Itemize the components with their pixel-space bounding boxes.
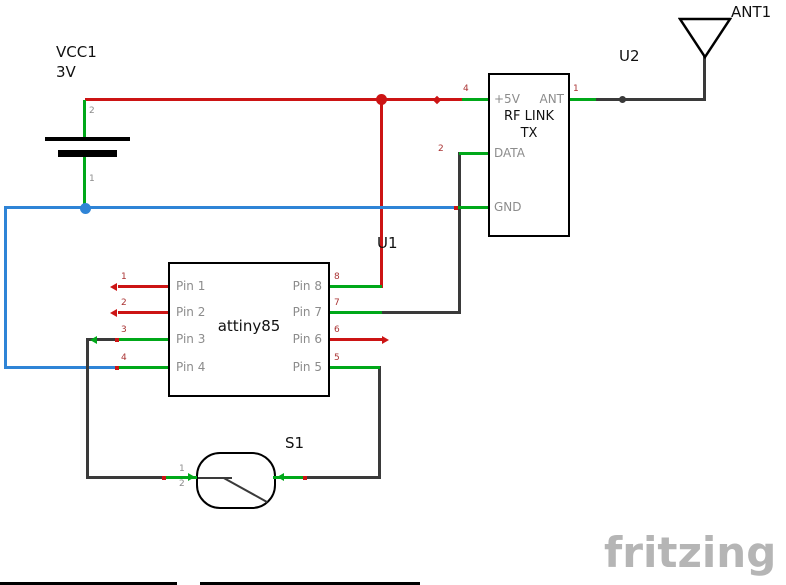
wire-gnd-left-vertical[interactable]: [4, 206, 7, 369]
mcu-pin1-label: Pin 1: [176, 279, 206, 293]
wire-vcc-horizontal[interactable]: [85, 98, 464, 101]
pin3-leg-tick: [115, 338, 119, 342]
rf-5v-label: +5V: [494, 92, 520, 106]
wire-from-switch-right[interactable]: [303, 476, 381, 479]
antenna-symbol[interactable]: [678, 17, 732, 59]
mcu-pin8-number: 8: [334, 272, 340, 282]
wire-data-vertical[interactable]: [458, 152, 461, 314]
battery-pin1-number: 1: [89, 174, 95, 184]
battery-top-lead[interactable]: [83, 100, 86, 138]
mcu-pin7-label: Pin 7: [292, 305, 322, 319]
mcu-pin4-label: Pin 4: [176, 360, 206, 374]
switch-right-leg-tick: [303, 476, 307, 480]
rf-ant-leg[interactable]: [570, 98, 596, 101]
rf-ref-label: U2: [619, 47, 640, 65]
mcu-body[interactable]: [168, 262, 330, 397]
pin6-arrow-icon: [382, 336, 389, 344]
mcu-ref-label: U1: [377, 234, 398, 252]
bottom-edge-segment-right: [200, 582, 420, 585]
mcu-pin8-leg[interactable]: [330, 285, 382, 288]
mcu-pin5-label: Pin 5: [292, 360, 322, 374]
gnd-junction-dot: [80, 203, 91, 214]
battery-bottom-lead[interactable]: [83, 157, 86, 208]
mcu-pin8-label: Pin 8: [292, 279, 322, 293]
wire-pin7-horizontal[interactable]: [381, 311, 460, 314]
mcu-pin3-label: Pin 3: [176, 332, 206, 346]
mcu-pin5-number: 5: [334, 353, 340, 363]
wire-to-switch-left[interactable]: [86, 476, 165, 479]
wire-pin3-vertical[interactable]: [86, 338, 89, 479]
rf-title-line2: TX: [520, 126, 538, 141]
rf-data-number: 2: [438, 144, 444, 154]
switch-left-arrow-icon: [188, 473, 195, 481]
pin3-arrow-icon: [90, 336, 97, 344]
pin2-arrow-icon: [110, 309, 117, 317]
battery-pin2-number: 2: [89, 106, 95, 116]
wire-antenna-vertical[interactable]: [703, 56, 706, 101]
rf-data-label: DATA: [494, 146, 525, 160]
rf-ant-label: ANT: [539, 92, 564, 106]
battery-ref-label: VCC1: [56, 43, 97, 61]
mcu-name-label: attiny85: [217, 317, 281, 335]
wire-pin5-vertical[interactable]: [378, 366, 381, 479]
fritzing-watermark: fritzing: [604, 528, 777, 577]
rf-5v-leg[interactable]: [462, 98, 488, 101]
switch-pin2-number: 2: [179, 479, 185, 489]
rf-module-body[interactable]: [488, 73, 570, 237]
mcu-pin6-leg[interactable]: [330, 338, 382, 341]
mcu-pin2-label: Pin 2: [176, 305, 206, 319]
rf-gnd-leg[interactable]: [456, 206, 488, 209]
switch-left-leg[interactable]: [165, 476, 197, 479]
wire-pin3-horizontal[interactable]: [88, 338, 118, 341]
rf-5v-number: 4: [463, 84, 469, 94]
bottom-edge-segment-left: [0, 582, 177, 585]
battery-voltage-label: 3V: [56, 63, 76, 81]
vcc-junction-dot: [376, 94, 387, 105]
battery-plate-negative[interactable]: [58, 150, 117, 157]
rf-ant-number: 1: [573, 84, 579, 94]
mcu-pin3-leg[interactable]: [118, 338, 168, 341]
mcu-pin1-leg[interactable]: [118, 285, 168, 288]
rf-data-leg[interactable]: [459, 152, 488, 155]
switch-pin1-number: 1: [179, 464, 185, 474]
mcu-pin5-leg[interactable]: [330, 366, 380, 369]
mcu-pin2-number: 2: [121, 298, 127, 308]
wire-gnd-to-pin4[interactable]: [4, 366, 118, 369]
mcu-pin6-number: 6: [334, 325, 340, 335]
switch-right-arrow-icon: [277, 473, 284, 481]
mcu-pin4-number: 4: [121, 353, 127, 363]
wire-ant-horizontal[interactable]: [596, 98, 706, 101]
switch-contact-line: [198, 477, 232, 479]
mcu-pin2-leg[interactable]: [118, 311, 168, 314]
mcu-pin1-number: 1: [121, 272, 127, 282]
antenna-ref-label: ANT1: [731, 3, 772, 21]
battery-plate-positive[interactable]: [45, 137, 130, 141]
switch-ref-label: S1: [285, 434, 305, 452]
switch-left-leg-tick: [162, 476, 166, 480]
mcu-pin6-label: Pin 6: [292, 332, 322, 346]
mcu-pin4-leg[interactable]: [118, 366, 168, 369]
mcu-pin7-number: 7: [334, 298, 340, 308]
rf-title-line1: RF LINK: [504, 109, 554, 124]
wire-gnd-horizontal[interactable]: [4, 206, 458, 209]
wire-bendpoint-dot: [619, 96, 626, 103]
switch-right-leg[interactable]: [273, 476, 305, 479]
mcu-pin7-leg[interactable]: [330, 311, 382, 314]
wire-vcc-to-pin8[interactable]: [380, 98, 383, 288]
pin1-arrow-icon: [110, 283, 117, 291]
rf-gnd-label: GND: [494, 200, 522, 214]
pin4-leg-tick: [115, 366, 119, 370]
rf-gnd-leg-tick: [454, 206, 458, 210]
mcu-pin3-number: 3: [121, 325, 127, 335]
